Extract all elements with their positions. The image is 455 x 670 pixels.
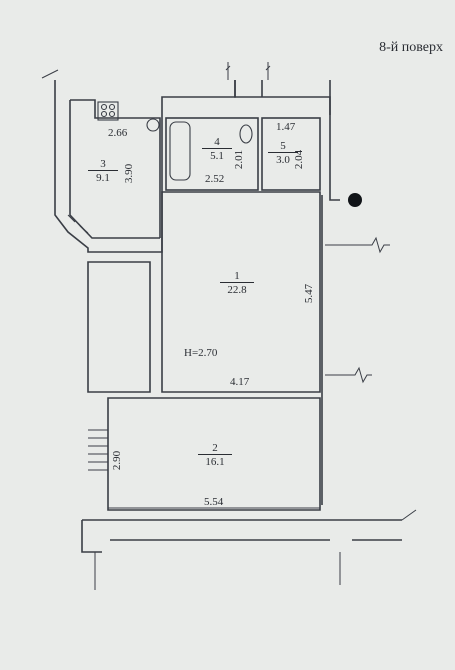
kitchen-sink-fixture: [146, 118, 160, 132]
break-line-top: [225, 62, 271, 80]
dim-living-width: 4.17: [230, 376, 250, 388]
break-line-bottom: [94, 509, 417, 590]
dim-bath-height: 2.01: [233, 149, 246, 170]
dim-kitchen-width: 2.66: [108, 127, 128, 139]
dim-kitchen-length: 3.90: [123, 163, 136, 184]
break-line-right: [325, 236, 390, 254]
ceiling-height: Н=2.70: [184, 347, 218, 359]
dim-wc-length: 2.04: [293, 149, 306, 170]
entrance-marker-icon: [348, 193, 362, 207]
outer-wall: [54, 80, 236, 253]
floor-label: 8-й поверх: [379, 40, 443, 55]
break-line-right-2: [325, 366, 372, 384]
bathroom-outline: [165, 117, 259, 191]
bathtub-fixture: [169, 121, 191, 181]
break-line-left: [41, 69, 59, 79]
dim-bedroom-width: 5.54: [204, 496, 224, 508]
dim-living-length: 5.47: [303, 283, 316, 304]
dim-wc-width: 1.47: [276, 121, 296, 133]
outer-wall-top: [234, 80, 331, 115]
stove-fixture: [97, 101, 119, 121]
balcony-outline: [81, 519, 402, 553]
bedroom-radiator: [88, 429, 108, 471]
dim-bedroom-length: 2.90: [111, 450, 124, 471]
kitchen-block: [70, 99, 161, 238]
right-wall-upper: [329, 80, 340, 201]
wc-outline: [261, 117, 321, 191]
corridor-wall: [87, 261, 151, 393]
kitchen-bay: [54, 214, 89, 234]
dim-bath-width: 2.52: [205, 173, 225, 185]
bedroom-outline: [107, 397, 321, 511]
toilet-fixture: [239, 124, 253, 144]
